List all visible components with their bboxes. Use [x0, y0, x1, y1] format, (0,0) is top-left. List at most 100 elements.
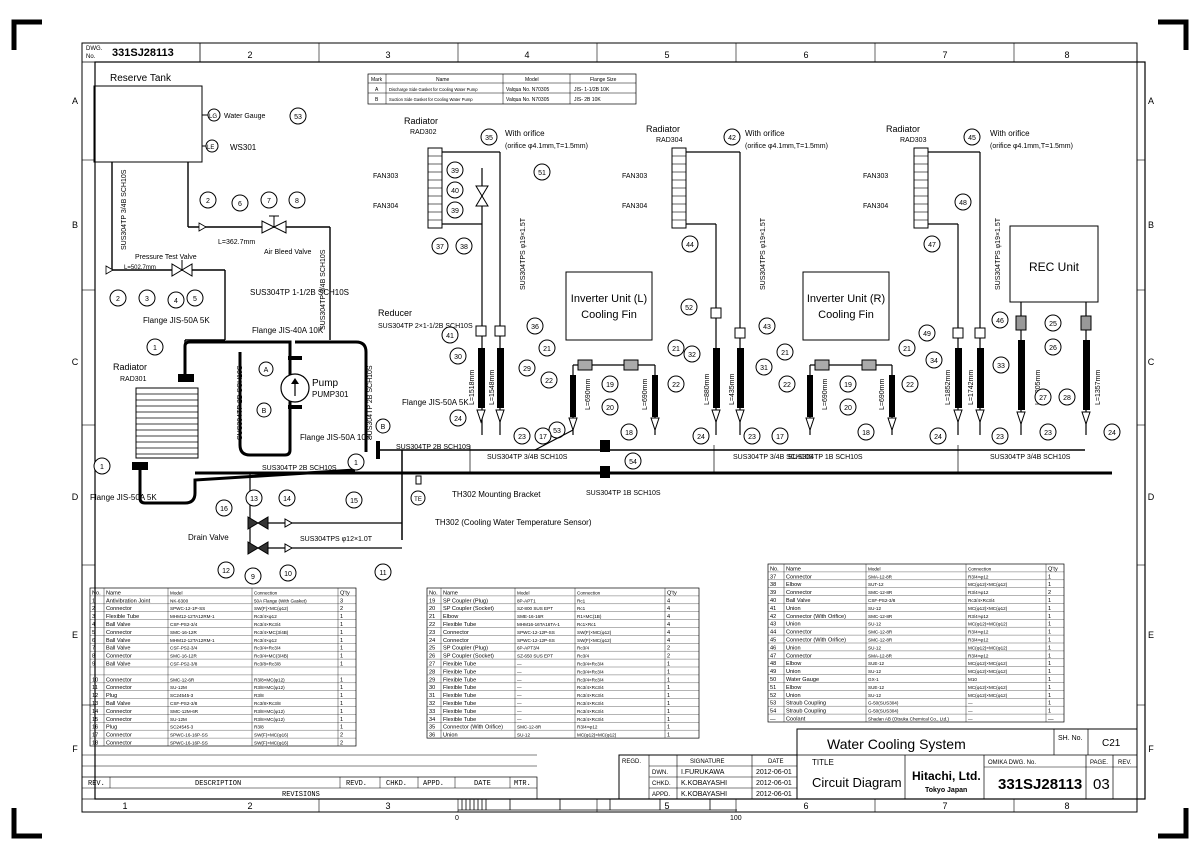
- table-cell: Ball Valve: [106, 646, 130, 652]
- pipe-label-34b-mid: SUS304TP 3/4B SCH10S: [733, 454, 814, 461]
- pump-tag: PUMP301: [312, 390, 349, 399]
- svg-text:L=1852mm: L=1852mm: [945, 370, 952, 405]
- table-cell: SUT-12: [868, 582, 884, 587]
- crop-marks: [11, 19, 1189, 839]
- table-cell: 1: [667, 677, 670, 683]
- table-cell: MHM16-16TA16TA-1: [517, 622, 560, 627]
- table-cell: 43: [770, 622, 776, 628]
- table-cell: Rc3/4×Rc3/4: [577, 693, 604, 698]
- svg-text:28: 28: [1063, 395, 1071, 402]
- table-cell: R3/4×φ12: [577, 725, 598, 730]
- svg-text:21: 21: [543, 346, 551, 353]
- length-362: L=362.7mm: [218, 239, 255, 246]
- table-cell: 47: [770, 653, 776, 659]
- svg-text:DATE: DATE: [768, 759, 784, 765]
- svg-text:RAD302: RAD302: [410, 129, 437, 136]
- gasket-table: Mark Name Model Flange Size A Discharge …: [367, 73, 637, 105]
- svg-text:34: 34: [930, 358, 938, 365]
- svg-text:With orifice: With orifice: [745, 129, 785, 138]
- svg-text:REGD.: REGD.: [622, 759, 641, 765]
- svg-text:TH302 (Cooling Water Temperatu: TH302 (Cooling Water Temperature Sensor): [435, 518, 592, 527]
- table-cell: Connector: [786, 574, 812, 580]
- radiator-301-title: Radiator: [113, 362, 147, 372]
- drain-valve-icons: [247, 516, 294, 555]
- table-header-cell: Model: [868, 566, 881, 571]
- svg-text:5: 5: [664, 801, 669, 811]
- svg-text:E: E: [1148, 630, 1154, 640]
- svg-text:F: F: [72, 744, 78, 754]
- svg-text:5: 5: [664, 50, 669, 60]
- table-cell: 45: [770, 638, 776, 644]
- table-cell: SMC-12-8R: [868, 614, 893, 619]
- svg-text:2: 2: [116, 296, 120, 303]
- table-cell: R3/4×φ12: [968, 614, 989, 619]
- svg-text:23: 23: [996, 434, 1004, 441]
- table-cell: Plug: [106, 725, 117, 731]
- svg-text:REV.: REV.: [1118, 760, 1132, 766]
- approved-by: K.KOBAYASHI: [681, 791, 727, 798]
- table-cell: 1: [667, 701, 670, 707]
- table-cell: SMC-12-8R: [868, 630, 893, 635]
- flange-label-a: Flange JIS-50A 5K: [143, 316, 210, 325]
- svg-text:C: C: [72, 357, 79, 367]
- svg-text:Suction Side Gasket for Coolin: Suction Side Gasket for Cooling Water Pu…: [389, 97, 473, 102]
- table-cell: 11: [92, 685, 98, 691]
- table-cell: SU-12: [868, 645, 881, 650]
- svg-text:SH. No.: SH. No.: [1058, 735, 1083, 742]
- pipe-label-1b-mid: SUS304TP 1B SCH10S: [586, 490, 661, 497]
- svg-text:19: 19: [844, 382, 852, 389]
- drawing-title: Water Cooling System: [827, 736, 966, 752]
- svg-text:2012-06-01: 2012-06-01: [756, 780, 792, 787]
- table-cell: 3: [92, 614, 95, 620]
- svg-text:No.: No.: [86, 54, 96, 60]
- table-cell: 39: [770, 590, 776, 596]
- table-header-cell: Connection: [968, 566, 992, 571]
- table-cell: Connector (With Orifice): [786, 614, 846, 620]
- radiator-304-group: Radiator RAD304 FAN303 FAN304 With orifi…: [622, 124, 828, 290]
- table-cell: 2: [340, 741, 343, 747]
- table-cell: 15: [92, 717, 98, 723]
- svg-text:27: 27: [1039, 395, 1047, 402]
- svg-text:Radiator: Radiator: [646, 124, 680, 134]
- table-cell: —: [1048, 717, 1054, 723]
- svg-text:47: 47: [928, 242, 936, 249]
- inverter-r-subtitle: Cooling Fin: [818, 309, 874, 321]
- svg-text:43: 43: [763, 324, 771, 331]
- svg-text:0: 0: [455, 815, 459, 822]
- table-cell: R3/4×φ12: [968, 574, 989, 579]
- svg-text:19: 19: [606, 382, 614, 389]
- pipe-label-tank-right: SUS304TP 3/4B SCH10S: [320, 249, 327, 330]
- table-cell: R3/8: [254, 725, 264, 730]
- svg-text:7: 7: [942, 50, 947, 60]
- table-cell: Connector: [106, 606, 132, 612]
- pipe-label-112: SUS304TP 1-1/2B SCH10S: [250, 288, 349, 297]
- svg-text:REVISIONS: REVISIONS: [282, 791, 320, 799]
- table-cell: 1: [1048, 645, 1051, 651]
- svg-text:DWN.: DWN.: [652, 770, 668, 776]
- svg-text:Radiator: Radiator: [404, 116, 438, 126]
- table-cell: Rc3/4×Rc3/4: [577, 685, 604, 690]
- svg-text:RAD304: RAD304: [656, 137, 683, 144]
- table-cell: 4: [667, 606, 670, 612]
- svg-text:24: 24: [1108, 430, 1116, 437]
- table-cell: SU-12: [868, 693, 881, 698]
- svg-text:18: 18: [862, 430, 870, 437]
- table-cell: Flexible Tube: [443, 693, 476, 699]
- table-cell: Rc1×Rc1: [577, 622, 596, 627]
- table-cell: SPWC-16-16P-SS: [170, 733, 208, 738]
- svg-text:A: A: [264, 367, 269, 374]
- svg-text:(orifice φ4.1mm,T=1.5mm): (orifice φ4.1mm,T=1.5mm): [745, 143, 828, 150]
- table-cell: —: [517, 701, 522, 706]
- table-cell: Union: [786, 693, 801, 699]
- outer-frame: [81, 42, 1138, 813]
- svg-text:JIS- 1-1/2B 10K: JIS- 1-1/2B 10K: [574, 87, 610, 93]
- balloon-group-drain: 16 13 14 15 12 9 10 11: [215, 489, 392, 585]
- table-cell: —: [517, 685, 522, 690]
- table-cell: 1: [340, 614, 343, 620]
- pressure-test-valve-icon: [171, 260, 193, 277]
- svg-text:PAGE.: PAGE.: [1090, 760, 1108, 766]
- table-cell: 1: [340, 630, 343, 636]
- balloon-group-rad304: 42 44 52 43 32 31 24 23: [680, 128, 776, 445]
- table-cell: NK-6300: [170, 598, 189, 603]
